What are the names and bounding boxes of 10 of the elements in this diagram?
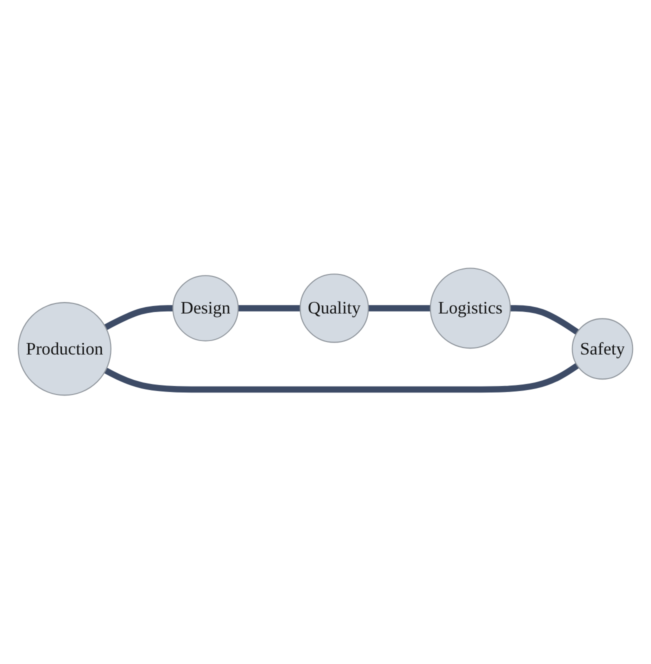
node-circle: Design bbox=[172, 275, 239, 342]
connector bbox=[510, 305, 580, 336]
node-circle: Safety bbox=[572, 318, 634, 380]
node-circle: Production bbox=[18, 302, 112, 396]
node-circle: Logistics bbox=[430, 268, 511, 349]
connector bbox=[104, 363, 580, 393]
connector bbox=[104, 305, 173, 330]
node-circle: Quality bbox=[300, 274, 369, 344]
connector bbox=[238, 305, 300, 312]
connector bbox=[368, 305, 430, 312]
